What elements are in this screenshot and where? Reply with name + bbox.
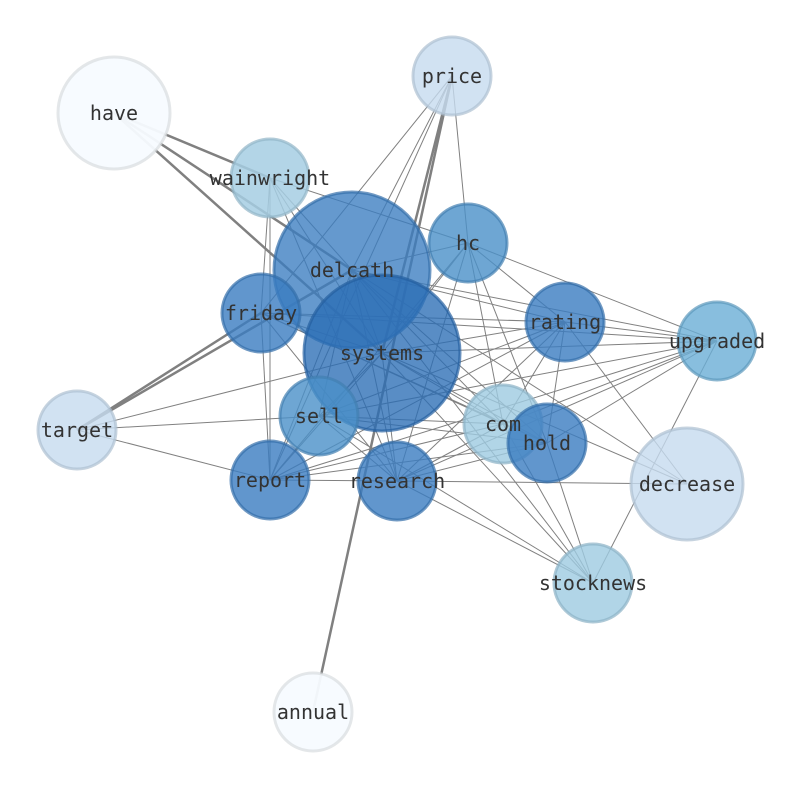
node-research <box>356 440 438 522</box>
node-friday <box>220 272 302 354</box>
node-price <box>411 35 493 117</box>
node-label-report: report <box>234 468 306 492</box>
node-label-price: price <box>422 64 482 88</box>
node-rating <box>524 281 606 363</box>
node-label-rating: rating <box>529 310 601 334</box>
node-label-stocknews: stocknews <box>539 571 647 595</box>
node-label-target: target <box>41 418 113 442</box>
edge-hc-upgraded <box>467 242 718 342</box>
node-label-delcath: delcath <box>310 258 394 282</box>
labels-layer: have price wainwright hc delcath friday system… <box>41 64 765 724</box>
node-upgraded <box>676 300 758 382</box>
node-decrease <box>629 426 745 542</box>
node-hold <box>506 402 588 484</box>
node-label-research: research <box>349 469 445 493</box>
node-label-upgraded: upgraded <box>669 329 765 353</box>
node-label-sell: sell <box>295 404 343 428</box>
node-target <box>36 389 118 471</box>
node-stocknews <box>552 542 634 624</box>
node-label-hold: hold <box>523 431 571 455</box>
node-have <box>56 55 172 171</box>
node-label-hc: hc <box>456 231 480 255</box>
node-label-have: have <box>90 101 138 125</box>
node-label-wainwright: wainwright <box>210 166 330 190</box>
edge-sell-stocknews <box>318 415 594 584</box>
node-wainwright <box>229 137 311 219</box>
node-label-systems: systems <box>340 341 424 365</box>
node-label-friday: friday <box>225 301 297 325</box>
node-label-decrease: decrease <box>639 472 735 496</box>
node-sell <box>278 375 360 457</box>
node-annual <box>272 671 354 753</box>
nodes-layer <box>36 35 758 753</box>
node-report <box>229 439 311 521</box>
node-label-com: com <box>485 412 521 436</box>
node-label-annual: annual <box>277 700 349 724</box>
node-hc <box>427 202 509 284</box>
